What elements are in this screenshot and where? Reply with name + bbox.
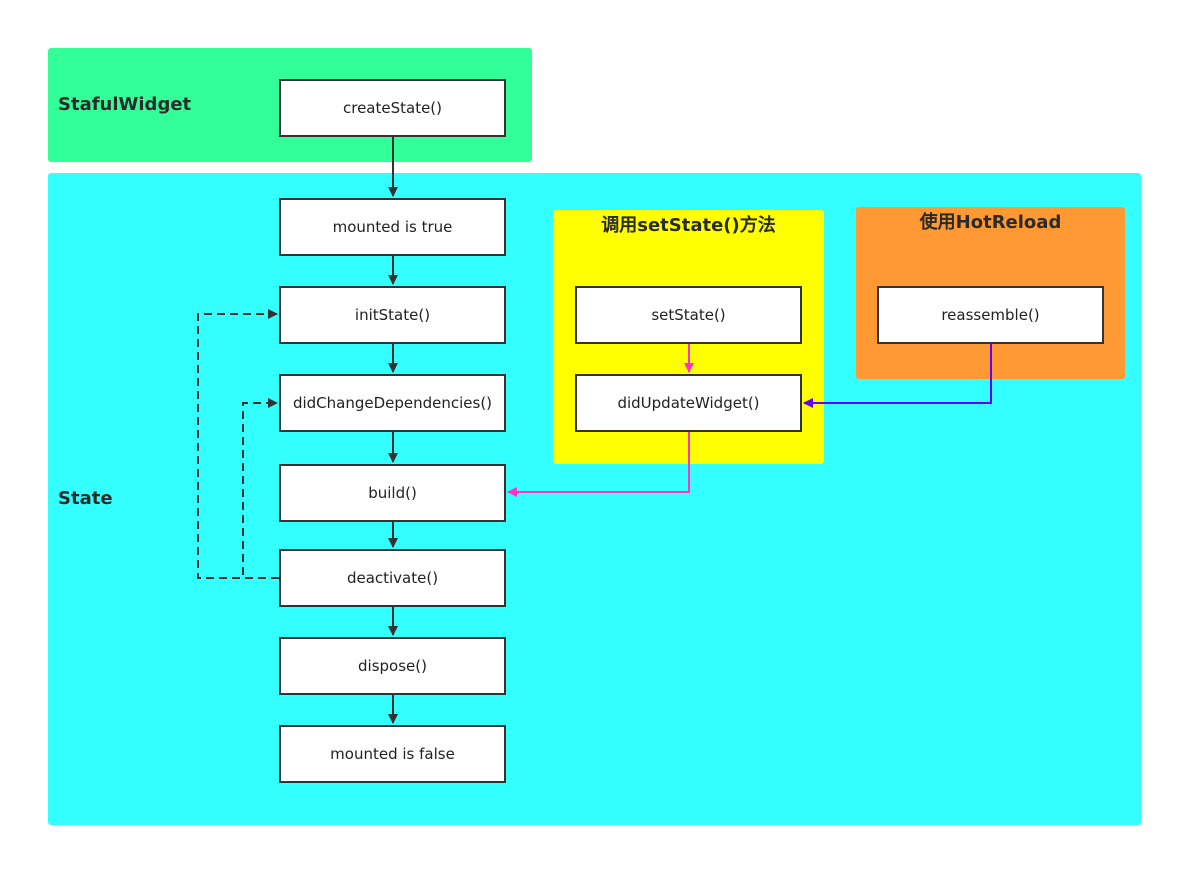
didchangedependencies-node: didChangeDependencies()	[279, 374, 506, 432]
edge-deactivate-to-initstate	[197, 309, 279, 579]
setstate-node: setState()	[575, 286, 802, 344]
mounted-true-node: mounted is true	[279, 198, 506, 256]
createstate-node: createState()	[279, 79, 506, 137]
deactivate-node: deactivate()	[279, 549, 506, 607]
edge-deactivate-to-didchange	[242, 398, 279, 579]
mounted-false-node: mounted is false	[279, 725, 506, 783]
statefulwidget-label: StafulWidget	[58, 94, 192, 115]
state-label: State	[58, 488, 113, 509]
initstate-node: initState()	[279, 286, 506, 344]
didupdatewidget-node: didUpdateWidget()	[575, 374, 802, 432]
edge-reassemble-to-didupdate	[803, 344, 992, 408]
edge-didupdate-to-build	[507, 432, 690, 497]
dispose-node: dispose()	[279, 637, 506, 695]
hotreload-group-label: 使用HotReload	[919, 212, 1062, 233]
build-node: build()	[279, 464, 506, 522]
reassemble-node: reassemble()	[877, 286, 1104, 344]
setstate-group-label: 调用setState()方法	[601, 215, 776, 236]
